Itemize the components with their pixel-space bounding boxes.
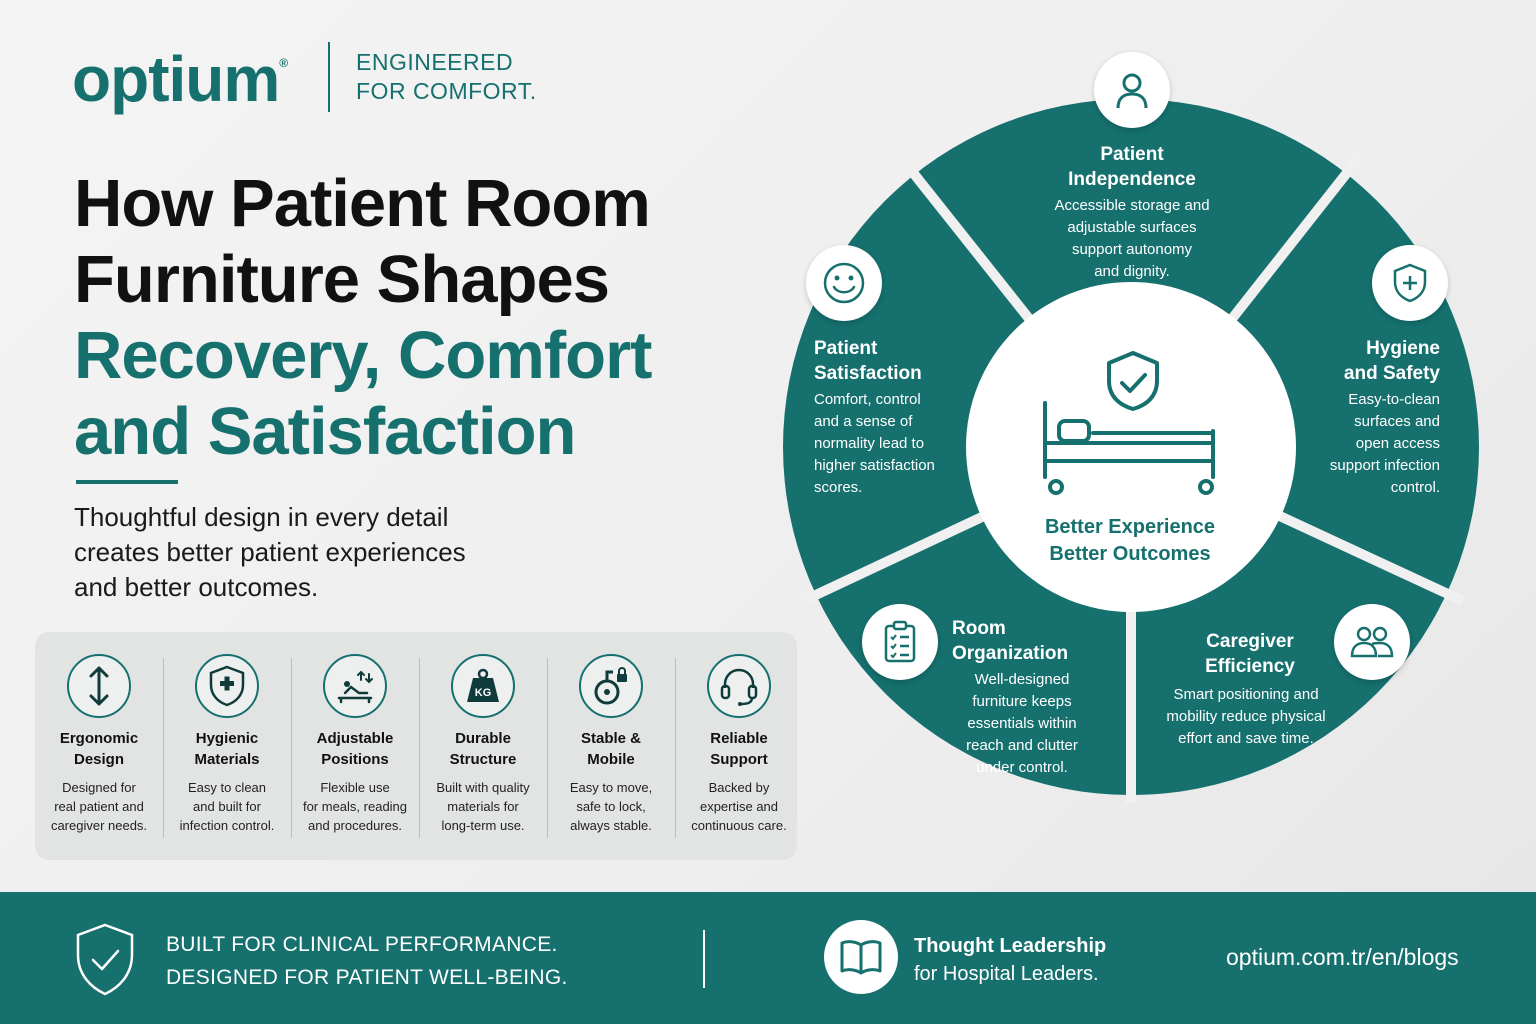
title-underline (76, 480, 178, 484)
blog-url-link[interactable]: optium.com.tr/en/blogs (1226, 944, 1459, 970)
claim-line2: DESIGNED FOR PATIENT WELL-BEING. (166, 966, 568, 989)
locking-wheel-icon (579, 654, 643, 718)
feature-stable: Stable &Mobile Easy to move,safe to lock… (547, 632, 675, 860)
person-icon (1094, 52, 1170, 128)
logo-divider (328, 42, 330, 112)
logo-text: optium (72, 43, 280, 115)
claim-line1: BUILT FOR CLINICAL PERFORMANCE. (166, 933, 558, 956)
intro-line2: creates better patient experiences (74, 537, 466, 567)
wheel-center-text: Better Experience Better Outcomes (1020, 514, 1240, 568)
center-line1: Better Experience (1044, 516, 1216, 538)
intro-line3: and better outcomes. (74, 572, 319, 602)
adjustable-bed-icon (323, 654, 387, 718)
title-line2: Furniture Shapes (74, 242, 610, 317)
benefit-wheel (783, 99, 1479, 803)
book-icon (824, 920, 898, 994)
intro-text: Thoughtful design in every detail create… (74, 500, 554, 605)
bed-shield-icon (1043, 351, 1215, 495)
title-line4: and Satisfaction (74, 394, 576, 469)
weight-label: KG (475, 687, 492, 699)
thought-leadership: Thought Leadership for Hospital Leaders. (914, 932, 1106, 988)
optium-logo: optium® (72, 42, 288, 116)
page-title: How Patient Room Furniture Shapes Recove… (74, 166, 714, 470)
feature-desc: Easy to move,safe to lock,always stable. (569, 780, 653, 833)
tagline-line1: ENGINEERED (356, 49, 514, 75)
shield-plus-icon (1372, 245, 1448, 321)
tl-line1: Thought Leadership (914, 935, 1107, 957)
weight-icon: KG (451, 654, 515, 718)
shield-check-icon (74, 922, 136, 1003)
smiley-icon (806, 245, 882, 321)
tagline: ENGINEERED FOR COMFORT. (356, 48, 537, 106)
footer-banner: BUILT FOR CLINICAL PERFORMANCE. DESIGNED… (0, 892, 1536, 1024)
headset-icon (707, 654, 771, 718)
footer-divider (703, 930, 705, 988)
registered-icon: ® (279, 56, 288, 70)
title-line1: How Patient Room (74, 166, 651, 241)
clipboard-icon (862, 604, 938, 680)
title-line3: Recovery, Comfort (74, 318, 652, 393)
vertical-arrows-icon (67, 654, 131, 718)
shield-plus-icon (195, 654, 259, 718)
footer-claim: BUILT FOR CLINICAL PERFORMANCE. DESIGNED… (166, 928, 568, 994)
center-line2: Better Outcomes (1049, 543, 1211, 565)
feature-title: Stable &Mobile (580, 730, 641, 768)
wheel-center (966, 282, 1296, 612)
tagline-line2: FOR COMFORT. (356, 78, 537, 104)
tl-line2: for Hospital Leaders. (914, 963, 1099, 985)
intro-line1: Thoughtful design in every detail (74, 502, 449, 532)
people-icon (1334, 604, 1410, 680)
